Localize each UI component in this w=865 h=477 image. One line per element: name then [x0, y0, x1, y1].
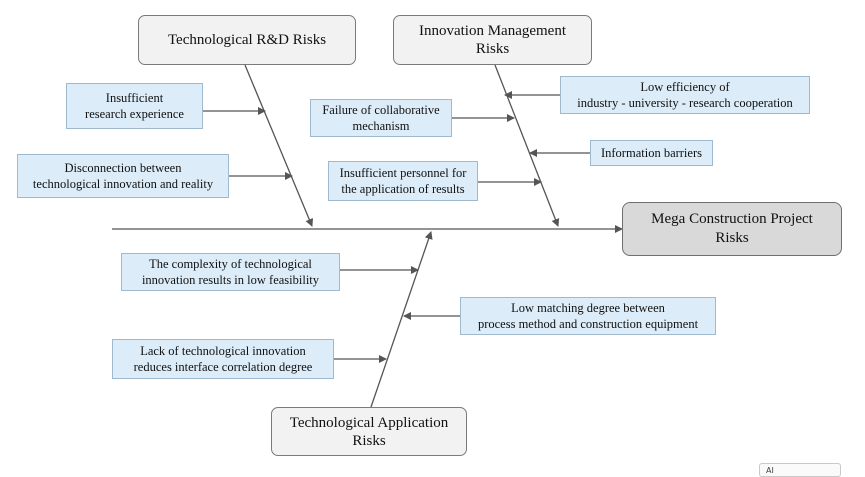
cause-label: The complexity of technological innovati…: [141, 257, 320, 287]
category-label: Technological Application Risks: [289, 414, 449, 449]
category-innovation-management-risks: Innovation Management Risks: [393, 15, 592, 65]
bone-rd: [244, 64, 314, 227]
ai-overlay-widget[interactable]: AI: [759, 463, 841, 477]
bone-im: [494, 64, 560, 227]
cause-label: Insufficient research experience: [85, 91, 184, 121]
cause-box-ta-3: Lack of technological innovation reduces…: [112, 339, 334, 379]
cause-label: Low efficiency of industry - university …: [577, 80, 793, 110]
cause-label: Failure of collaborative mechanism: [322, 103, 440, 133]
problem-head-label: Mega Construction Project Risks: [651, 211, 813, 246]
cause-label: Low matching degree between process meth…: [477, 301, 699, 331]
cause-box-rd-2: Disconnection between technological inno…: [17, 154, 229, 198]
cause-box-ta-2: Low matching degree between process meth…: [460, 297, 716, 335]
cause-box-ta-1: The complexity of technological innovati…: [121, 253, 340, 291]
cause-label: Disconnection between technological inno…: [32, 161, 214, 191]
cause-box-im-2: Failure of collaborative mechanism: [310, 99, 452, 137]
problem-head-box: Mega Construction Project Risks: [622, 202, 842, 256]
bone-ta: [370, 231, 433, 408]
category-technological-application-risks: Technological Application Risks: [271, 407, 467, 456]
cause-box-im-1: Low efficiency of industry - university …: [560, 76, 810, 114]
category-label: Technological R&D Risks: [167, 32, 327, 48]
cause-label: Insufficient personnel for the applicati…: [339, 166, 467, 196]
category-label: Innovation Management Risks: [418, 23, 567, 57]
ai-overlay-label: AI: [766, 465, 774, 475]
cause-box-im-4: Insufficient personnel for the applicati…: [328, 161, 478, 201]
cause-box-im-3: Information barriers: [590, 140, 713, 166]
cause-label: Information barriers: [600, 146, 702, 160]
cause-box-rd-1: Insufficient research experience: [66, 83, 203, 129]
cause-label: Lack of technological innovation reduces…: [133, 344, 313, 374]
category-technological-rd-risks: Technological R&D Risks: [138, 15, 356, 65]
